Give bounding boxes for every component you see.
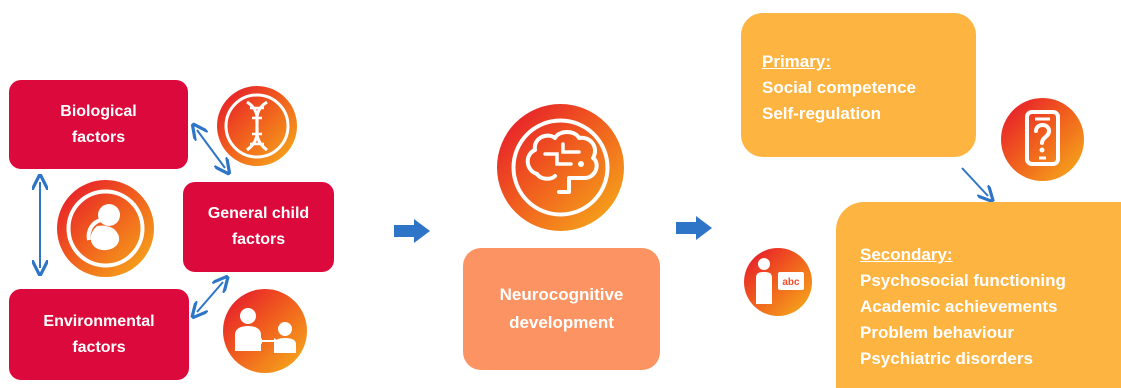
secondary-item: Academic achievements	[860, 297, 1058, 316]
environmental-label-line1: Environmental	[43, 312, 155, 330]
tablet-question-icon	[1001, 98, 1084, 181]
arrow-bio-general	[197, 130, 225, 168]
neuro-label-line2: development	[509, 313, 614, 332]
arrow-primary-secondary	[961, 167, 988, 196]
secondary-outcomes-box: Secondary: Psychosocial functioning Acad…	[836, 202, 1121, 388]
brain-icon	[497, 104, 624, 231]
primary-item: Self-regulation	[762, 104, 882, 123]
biological-factors-box: Biological factors	[9, 80, 188, 169]
primary-header: Primary:	[762, 52, 831, 71]
fetus-icon	[57, 180, 154, 277]
flow-arrow-1	[394, 219, 430, 243]
biological-label-line1: Biological	[60, 102, 137, 120]
general-label-line2: factors	[231, 231, 286, 248]
neuro-label-line1: Neurocognitive	[499, 285, 624, 304]
abc-label: abc	[782, 277, 800, 288]
general-child-factors-box: General child factors	[183, 182, 334, 272]
parent-child-icon	[223, 289, 307, 373]
biological-label-line2: factors	[71, 128, 126, 146]
general-label-line1: General child	[207, 205, 310, 222]
primary-outcomes-box: Primary: Social competence Self-regulati…	[741, 13, 976, 157]
neurocognitive-development-box: Neurocognitive development	[463, 248, 660, 370]
primary-item: Social competence	[762, 78, 917, 97]
environmental-factors-box: Environmental factors	[9, 289, 189, 380]
child-abc-icon: abc	[744, 248, 812, 316]
secondary-item: Psychiatric disorders	[860, 349, 1033, 368]
environmental-label-line2: factors	[72, 338, 126, 356]
secondary-item: Psychosocial functioning	[860, 271, 1066, 290]
secondary-item: Problem behaviour	[860, 323, 1014, 342]
secondary-header: Secondary:	[860, 245, 953, 264]
flow-arrow-2	[676, 216, 712, 240]
dna-icon	[217, 86, 297, 166]
arrow-environmental-general	[197, 282, 223, 312]
